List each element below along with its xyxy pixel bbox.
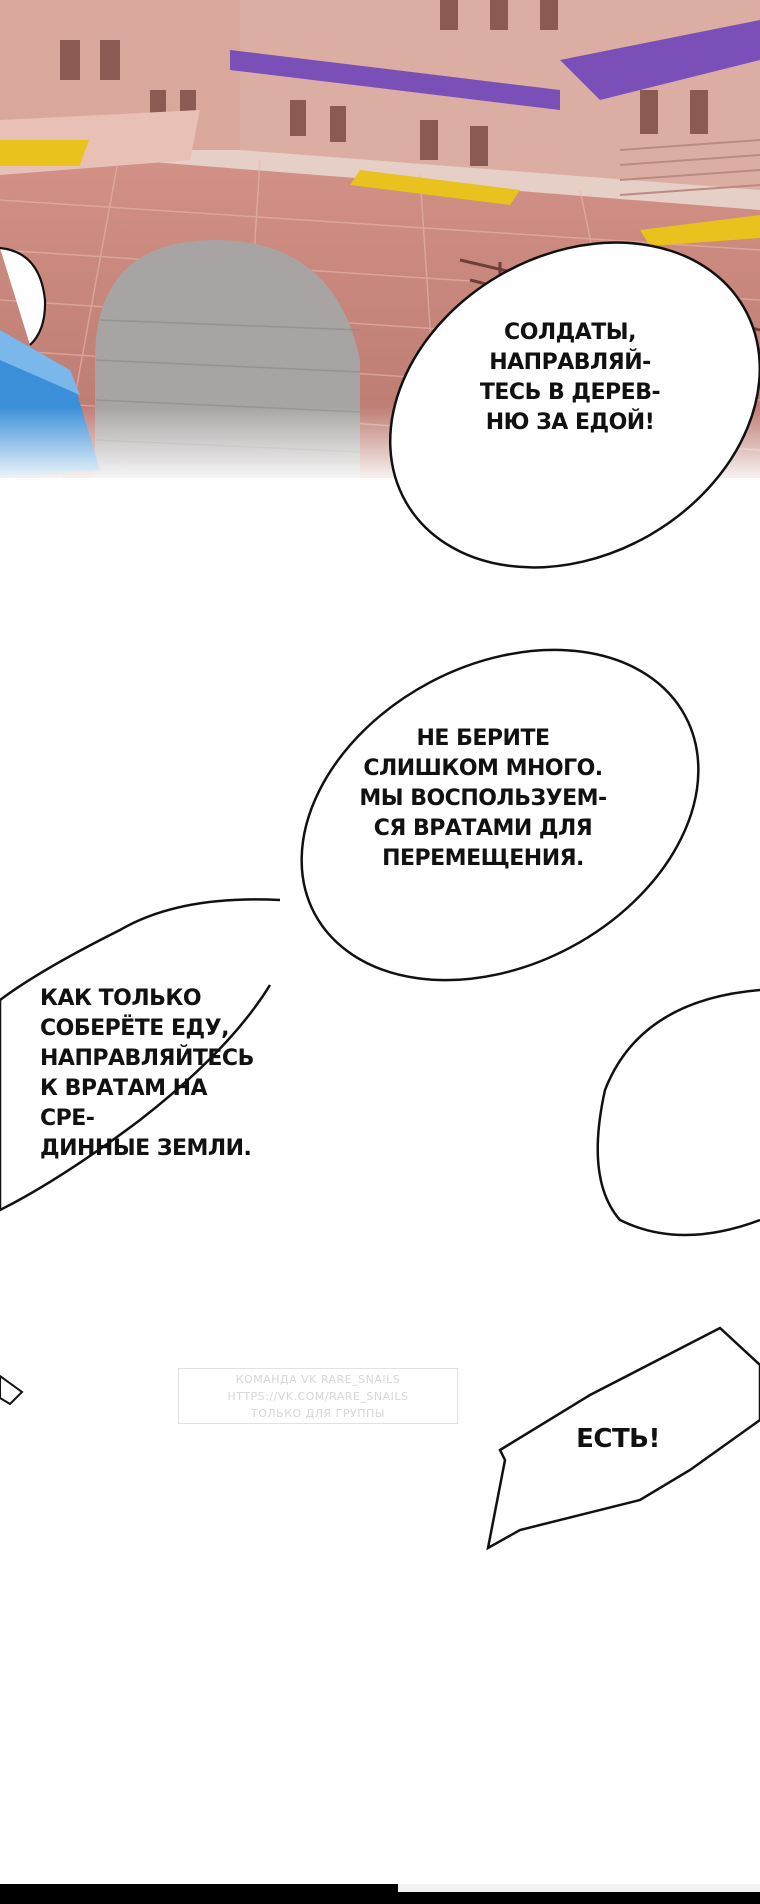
bubble-2-text: НЕ БЕРИТЕ СЛИШКОМ МНОГО. МЫ ВОСПОЛЬЗУЕМ-…: [359, 726, 607, 871]
shout-fragment-left: [0, 1374, 24, 1406]
watermark-line-2: HTTPS://VK.COM/RARE_SNAILS: [227, 1390, 409, 1403]
speech-bubble-3-right: [596, 988, 760, 1237]
bubble-4-text: ЕСТЬ!: [576, 1424, 660, 1454]
footer-tab: [398, 1884, 760, 1892]
bubble-1-text: СОЛДАТЫ, НАПРАВЛЯЙ- ТЕСЬ В ДЕРЕВ- НЮ ЗА …: [479, 320, 661, 435]
watermark: КОМАНДА VK RARE_SNAILS HTTPS://VK.COM/RA…: [178, 1368, 458, 1424]
watermark-line-3: ТОЛЬКО ДЛЯ ГРУППЫ: [251, 1407, 385, 1420]
footer-bar: [0, 1884, 760, 1904]
bubble-3-text-left: КАК ТОЛЬКО СОБЕРЁТЕ ЕДУ, НАПРАВЛЯЙТЕСЬ К…: [40, 986, 254, 1161]
watermark-line-1: КОМАНДА VK RARE_SNAILS: [235, 1373, 401, 1386]
